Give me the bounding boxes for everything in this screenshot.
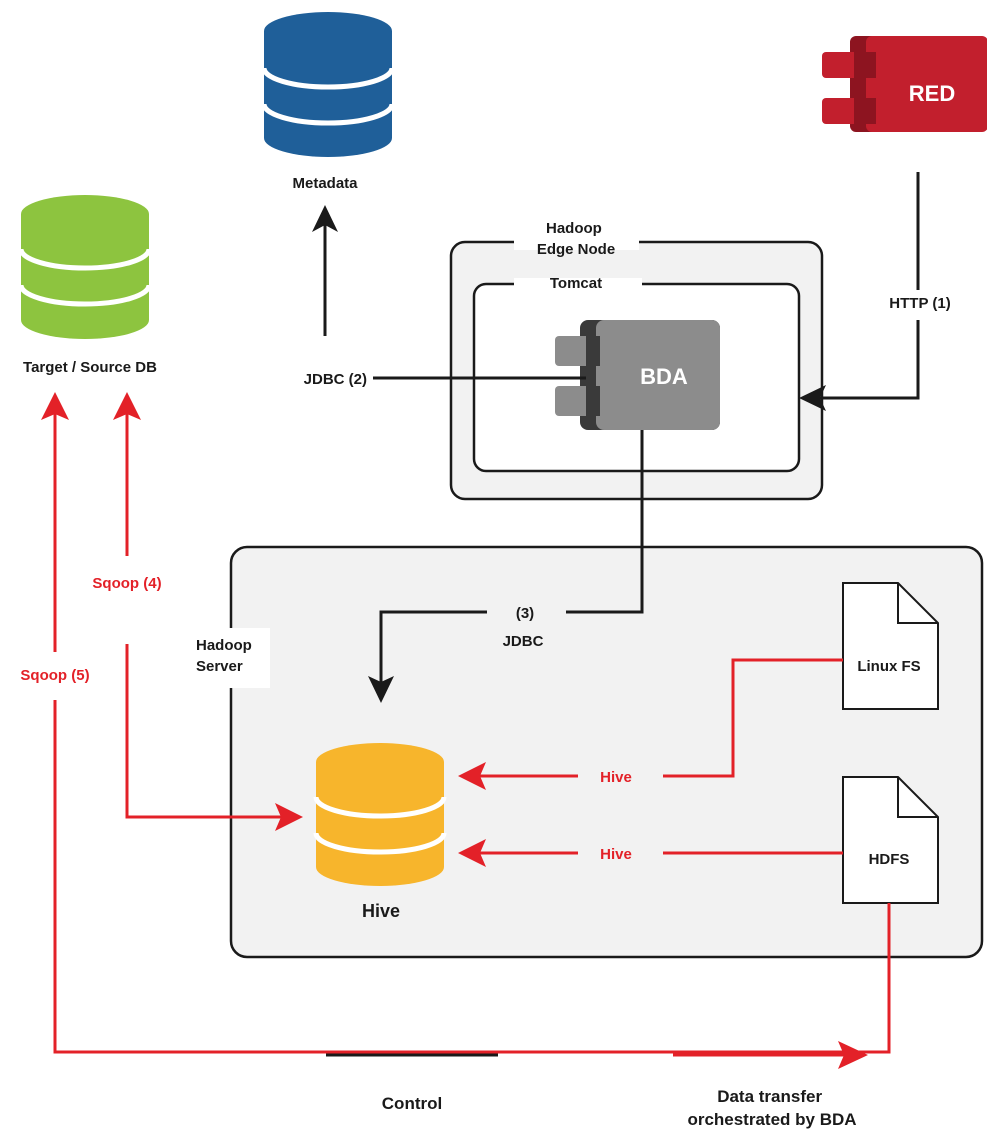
legend-data-label-line1: Data transfer (717, 1087, 822, 1106)
legend-control-label: Control (382, 1094, 442, 1113)
sqoop4-label: Sqoop (4) (92, 575, 161, 592)
hdfs-hive-arrowhead (458, 839, 486, 867)
jdbc3-arrowhead (368, 676, 394, 703)
hadoop-server-label-line1: Hadoop (196, 637, 252, 654)
hadoop-server-label: Hadoop Server (196, 637, 256, 675)
sqoop5-label: Sqoop (5) (20, 667, 89, 684)
http-arrowhead (799, 385, 826, 411)
jdbc3-line-right (566, 430, 644, 614)
hive-hdfs-label: Hive (600, 846, 632, 863)
jdbc3-line-left (379, 610, 487, 685)
sqoop4-hive-arrowhead (275, 803, 303, 831)
linux-fs-label: Linux FS (857, 658, 920, 675)
legend-data-label: Data transfer orchestrated by BDA (687, 1087, 856, 1129)
sqoop5-line-bottom (53, 700, 891, 1054)
jdbc3-label: JDBC (503, 633, 544, 650)
hdfs-file-icon (842, 776, 939, 904)
metadata-label: Metadata (292, 175, 358, 192)
hadoop-server-label-line2: Server (196, 658, 243, 675)
edge-node-label-bg (514, 236, 639, 250)
bda-component: BDA (555, 320, 720, 430)
red-label: RED (909, 81, 955, 106)
http-label: HTTP (1) (889, 295, 950, 312)
hive-linux-label: Hive (600, 769, 632, 786)
edge-node-label-line1: Hadoop (546, 220, 602, 237)
linuxfs-hive-line (663, 658, 843, 778)
red-component: RED (822, 36, 987, 132)
linuxfs-hive-arrowhead (458, 762, 486, 790)
hive-db-icon (313, 743, 447, 886)
sqoop4-db-arrowhead (113, 392, 141, 420)
bda-label: BDA (640, 364, 688, 389)
metadata-db-icon (261, 12, 395, 157)
hdfs-label: HDFS (869, 851, 910, 868)
jdbc2-label: JDBC (2) (304, 371, 367, 388)
edge-node-label: Hadoop Edge Node (537, 220, 615, 258)
tomcat-label: Tomcat (550, 275, 602, 292)
legend-data-label-line2: orchestrated by BDA (687, 1110, 856, 1129)
hadoop-server-label-bg (226, 628, 270, 688)
target-db-icon (18, 195, 152, 339)
http-line-bottom (815, 320, 920, 400)
sqoop5-db-arrowhead (41, 392, 69, 420)
linux-fs-file-icon (842, 582, 939, 710)
target-db-label: Target / Source DB (23, 359, 157, 376)
step3-label: (3) (516, 605, 534, 622)
sqoop4-line-bottom (125, 644, 283, 819)
legend-data-arrowhead (838, 1041, 868, 1069)
metadata-arrowhead (312, 205, 338, 232)
tomcat-label-bg (514, 278, 642, 290)
hive-label: Hive (362, 901, 400, 921)
edge-node-label-line2: Edge Node (537, 241, 615, 258)
